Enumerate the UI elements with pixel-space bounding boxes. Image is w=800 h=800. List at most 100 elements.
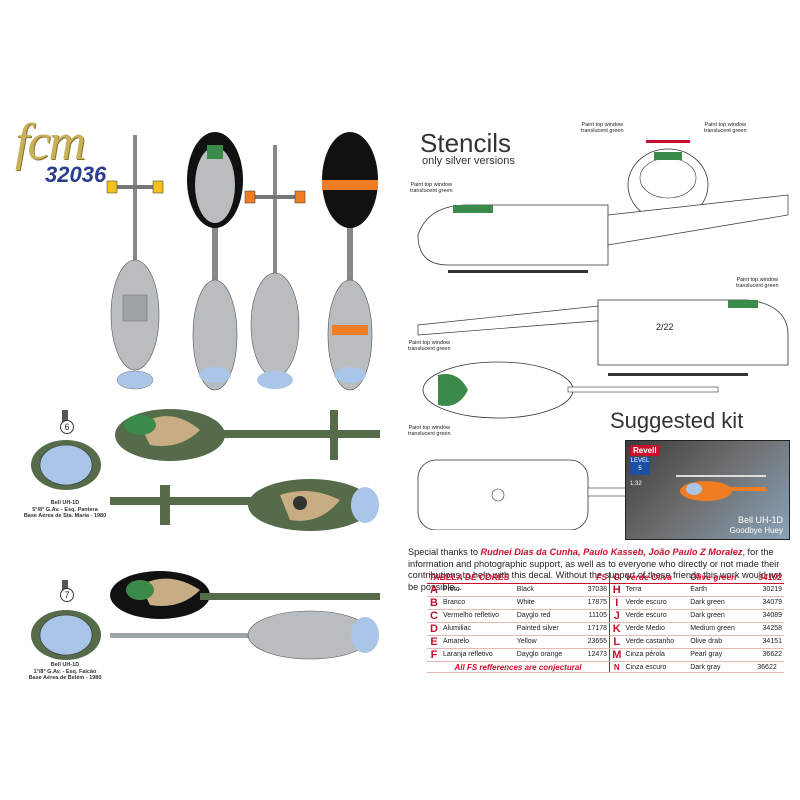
color-row-K-en: Medium green [688, 622, 750, 636]
color-row-H-letter: H [609, 583, 624, 597]
color-row-A-en: Black [514, 583, 576, 597]
color-row-N-fs: 36622 [750, 661, 784, 674]
heli-camo-top-2 [110, 571, 380, 619]
color-row-J-en: Dark green [688, 609, 750, 623]
color-row-I-fs: 34079 [750, 596, 784, 610]
heli-top-view-2 [244, 145, 306, 389]
color-row-G-en: Olive green [688, 572, 750, 584]
caption-seven: Bell UH-1D 1°/8° G.Av. - Esq. Falcão Bas… [20, 662, 110, 682]
color-row-I-pt: Verde escuro [623, 596, 689, 610]
color-row-K-pt: Verde Medio [623, 622, 689, 636]
note-top-window-6-line1: Paint top window [408, 425, 451, 431]
top-views-silver [106, 132, 378, 391]
thanks-prefix: Special thanks to [408, 547, 481, 557]
heli-front-view-1 [187, 132, 243, 391]
note-top-window-3-line2: translucent green [410, 188, 453, 194]
color-row-M-letter: M [609, 648, 624, 662]
color-row-I-letter: I [609, 596, 624, 610]
note-top-window-3-line1: Paint top window [410, 182, 453, 188]
logo-number: 32036 [45, 162, 107, 187]
color-row-J-letter: J [609, 609, 624, 623]
stencil-views: 2/22 [417, 140, 789, 530]
table-row: E Amarelo Yellow 23655 L Verde castanho … [427, 635, 784, 649]
stencil-side-view-1 [417, 194, 789, 273]
color-row-G-fs: 34102 [750, 572, 784, 584]
color-row-B-pt: Branco [441, 596, 515, 610]
color-row-C-letter: C [427, 609, 441, 623]
color-row-N-en: Dark gray [688, 661, 750, 674]
color-row-L-fs: 34151 [750, 635, 784, 649]
color-row-B-letter: B [427, 596, 441, 610]
color-row-C-fs: 11105 [575, 609, 610, 623]
color-row-E-pt: Amarelo [441, 635, 515, 649]
stencils-title: Stencils [420, 128, 512, 158]
note-top-window-5: Paint top window translucent green [408, 340, 451, 352]
color-row-F-pt: Laranja refletivo [441, 648, 515, 662]
kit-heli-image [676, 475, 766, 501]
camo-views [110, 409, 380, 660]
heli-silver-bottom [110, 610, 379, 660]
color-table-fs-header: FS [575, 572, 610, 584]
stencils-subtitle: only silver versions [422, 155, 515, 167]
color-row-J-pt: Verde escuro [623, 609, 689, 623]
color-row-M-fs: 36622 [750, 648, 784, 662]
color-row-M-pt: Cinza pérola [623, 648, 689, 662]
kit-subtitle: Goodbye Huey [729, 526, 783, 535]
color-row-D-fs: 17178 [575, 622, 610, 636]
color-row-L-pt: Verde castanho [623, 635, 689, 649]
color-row-L-en: Olive drab [688, 635, 750, 649]
color-row-A-fs: 37038 [575, 583, 610, 597]
note-top-window-5-line2: translucent green [408, 346, 451, 352]
color-row-K-fs: 34258 [750, 622, 784, 636]
note-top-window-1-line1: Paint top window [581, 122, 624, 128]
note-top-window-1: Paint top window translucent green [581, 122, 624, 134]
version-seven-number: 7 [60, 588, 74, 602]
color-row-B-en: White [514, 596, 576, 610]
table-row: All FS refferences are conjectural N Cin… [427, 661, 784, 674]
color-row-A-pt: Preto [441, 583, 515, 597]
heli-front-view-2 [322, 132, 378, 391]
caption-six: Bell UH-1D 5°/8° G.Av. - Esq. Pantera Ba… [20, 500, 110, 520]
color-row-D-pt: Alumiliac [441, 622, 515, 636]
thanks-names: Rudnei Dias da Cunha, Paulo Kasseb, João… [480, 547, 743, 557]
note-top-window-1-line2: translucent green [581, 128, 624, 134]
color-row-G-pt: Verde Oliva [623, 572, 689, 584]
color-row-N-pt: Cinza escuro [623, 661, 689, 674]
heli-top-view-1 [106, 135, 164, 390]
heli-camo-side-1 [110, 479, 379, 531]
caption-seven-line3: Base Aérea de Belém - 1980 [28, 675, 102, 681]
color-row-I-en: Dark green [688, 596, 750, 610]
note-top-window-2-line1: Paint top window [704, 122, 747, 128]
fcm-logo: fcm 32036 [15, 114, 125, 188]
note-top-window-4: Paint top window translucent green [736, 277, 779, 289]
caption-six-line1: Bell UH-1D [50, 500, 80, 506]
table-row: D Alumiliac Painted silver 17178 K Verde… [427, 622, 784, 636]
note-top-window-2: Paint top window translucent green [704, 122, 747, 134]
note-top-window-5-line1: Paint top window [408, 340, 451, 346]
kit-scale: 1:32 [630, 481, 642, 487]
stencil-front-view [627, 140, 709, 222]
logo-brand: fcm [15, 114, 86, 171]
kit-title: Bell UH-1D [737, 515, 783, 525]
note-top-window-6-line2: translucent green [408, 431, 451, 437]
table-row: F Laranja refletivo Dayglo orange 12473 … [427, 648, 784, 662]
color-row-E-letter: E [427, 635, 441, 649]
color-row-G-letter: G [609, 572, 624, 584]
color-row-F-fs: 12473 [575, 648, 610, 662]
note-top-window-4-line1: Paint top window [736, 277, 779, 283]
color-row-K-letter: K [609, 622, 624, 636]
caption-six-line3: Base Aérea de Sta. Maria - 1980 [23, 513, 107, 519]
stencil-top-view [422, 361, 719, 419]
note-top-window-2-line2: translucent green [704, 128, 747, 134]
suggested-kit-box: Revell LEVEL 5 1:32 Bell UH-1D Goodbye H… [625, 440, 790, 540]
color-row-D-en: Painted silver [514, 622, 576, 636]
color-row-A-letter: A [427, 583, 441, 597]
front-view-six [31, 410, 101, 490]
color-row-E-en: Yellow [514, 635, 576, 649]
color-row-D-letter: D [427, 622, 441, 636]
kit-level: LEVEL 5 [630, 457, 650, 475]
color-row-F-letter: F [427, 648, 441, 662]
note-top-window-4-line2: translucent green [736, 283, 779, 289]
color-row-C-pt: Vermelho refletivo [441, 609, 515, 623]
color-row-E-fs: 23655 [575, 635, 610, 649]
